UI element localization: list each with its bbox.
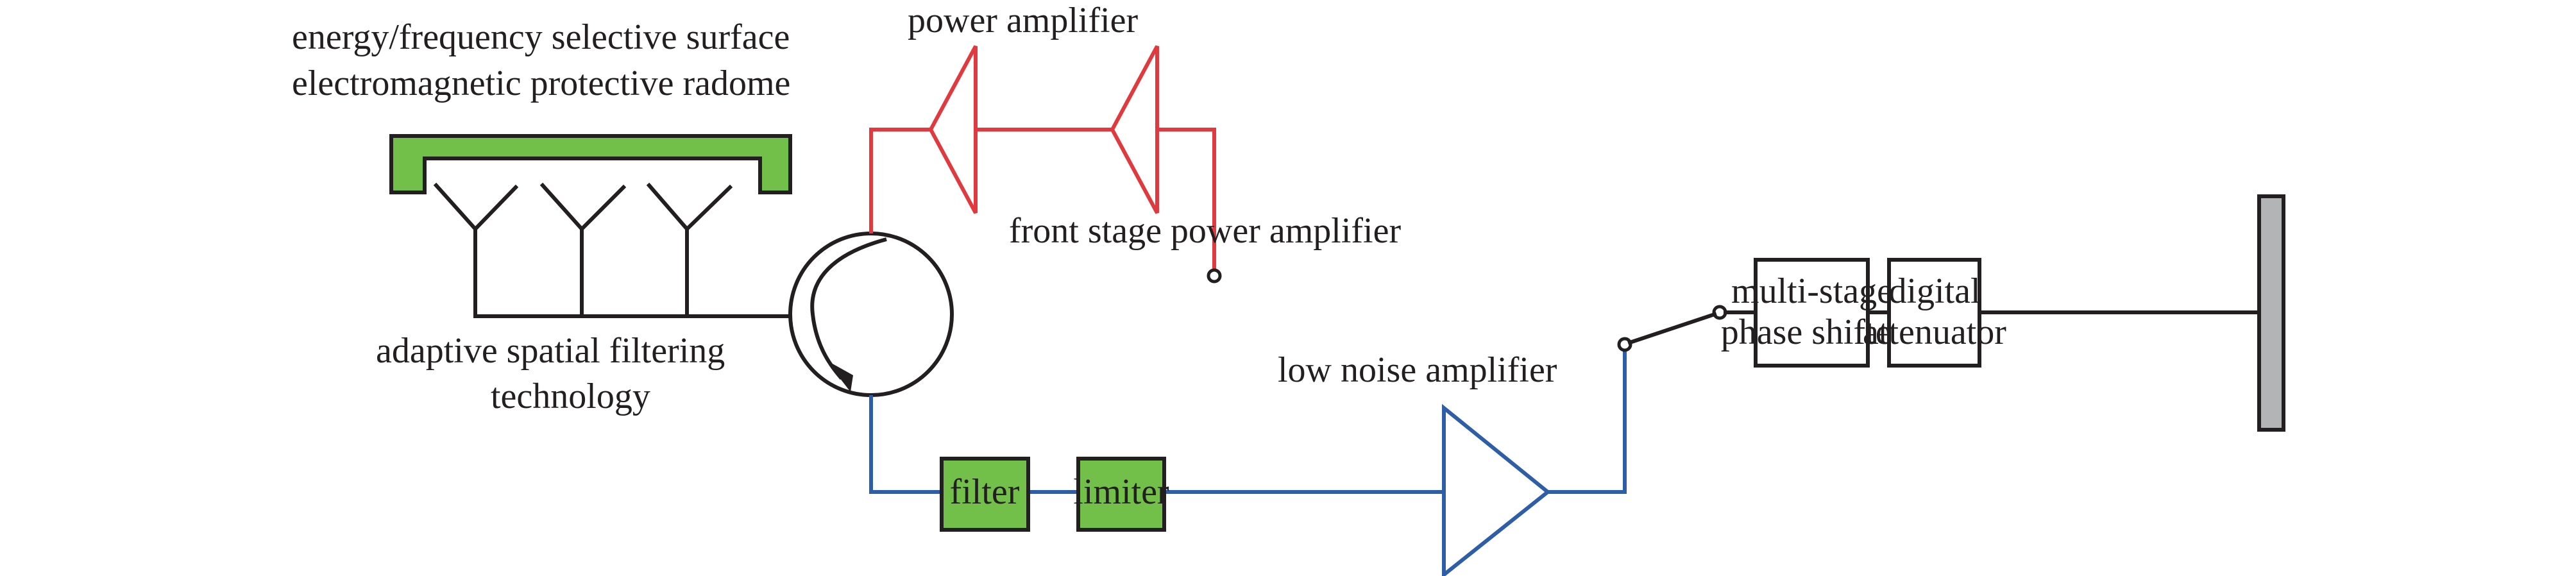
filter-block: filter [940,457,1030,532]
front-stage-pa-triangle [1110,45,1159,214]
rx-wire-circulator-to-filter [869,395,942,494]
filter-box [940,457,1030,532]
tx-wire-front-stage-to-switch [1157,128,1216,269]
circulator [788,232,954,397]
switch-contact-transmit [1207,268,1222,284]
switch-arm [1627,312,1717,345]
limiter-block: limiter [1073,457,1169,532]
antenna-array [433,182,795,318]
power-amplifier-label: power amplifier [908,1,1139,40]
limiter-label: limiter [1073,472,1169,512]
attenuator-block: digital attenuator [1863,258,2006,368]
attenuator-label-line1: digital [1888,271,1980,311]
limiter-box [1076,457,1166,532]
transmit-path [869,45,1216,269]
phase-shifter-box [1754,258,1870,368]
antenna-element-1 [433,182,519,318]
antenna-element-3 [646,182,733,318]
adaptive-filtering-label-line2: technology [491,377,650,416]
radome-shape [389,134,792,194]
phase-shifter-block: multi-stage phase shifter [1721,258,1904,368]
attenuator-box [1887,258,1981,368]
power-amplifier-triangle [928,45,978,214]
phase-shifter-label-line2: phase shifter [1721,312,1904,352]
rx-wire-lna-to-switch [1548,350,1627,494]
filter-label: filter [950,472,1020,512]
circulator-arrowhead-icon [826,360,853,392]
attenuator-label-line2: attenuator [1863,312,2006,352]
lna-label: low noise amplifier [1278,350,1557,390]
adaptive-filtering-label-line1: adaptive spatial filtering [376,331,725,371]
low-noise-amplifier-triangle [1442,403,1551,576]
backplane-bar [2257,194,2285,432]
front-stage-pa-label: front stage power amplifier [1009,211,1401,251]
tx-wire-circulator-to-pa [869,128,931,233]
circulator-arrow-icon [810,237,887,380]
tr-switch [1207,268,1758,352]
radome-label-line1: energy/frequency selective surface [292,17,790,57]
radome-label-line2: electromagnetic protective radome [292,64,790,103]
receive-path [869,350,1627,576]
antenna-element-2 [539,182,627,318]
phase-shifter-label-line1: multi-stage [1731,271,1893,311]
